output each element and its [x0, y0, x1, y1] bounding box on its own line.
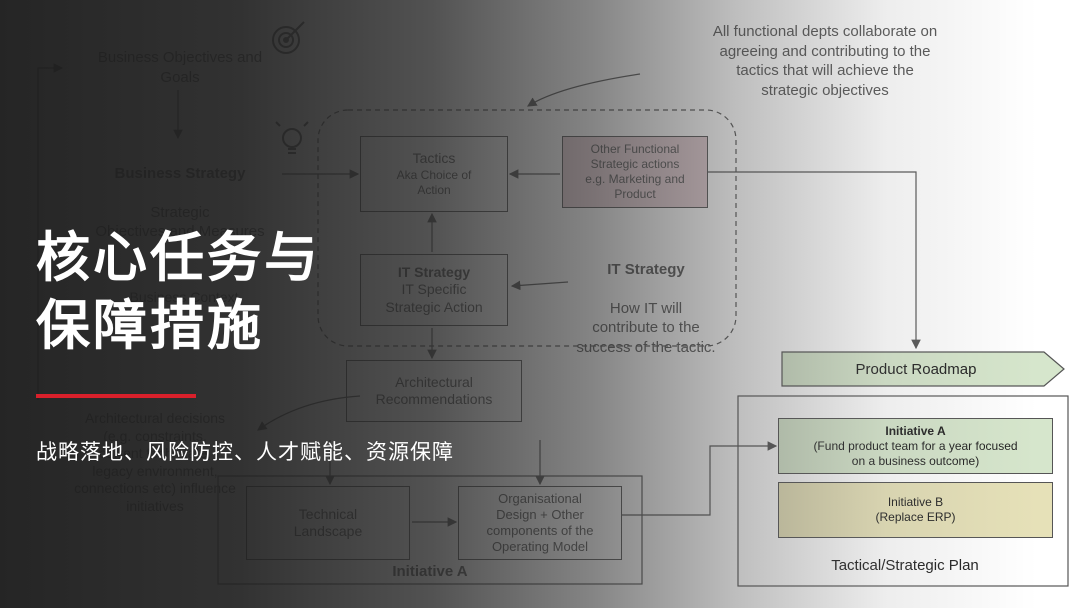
initiative-a-title: Initiative A — [885, 423, 946, 438]
slide-subtitle: 战略落地、风险防控、人才赋能、资源保障 — [36, 440, 454, 464]
initiative-a-group-label: Initiative A — [392, 563, 468, 580]
business-objectives-label: Business Objectives and Goals — [97, 49, 263, 86]
organisational-design-box: Organisational Design + Other components… — [458, 486, 622, 560]
initiative-b-box: Initiative B (Replace ERP) — [778, 482, 1053, 538]
plan-label: Tactical/Strategic Plan — [831, 557, 979, 574]
technical-landscape-box: Technical Landscape — [246, 486, 410, 560]
initiative-a-box: Initiative A (Fund product team for a ye… — [778, 418, 1053, 474]
initiative-a-body: (Fund product team for a year focused on… — [813, 438, 1018, 468]
accent-bar — [36, 394, 196, 398]
other-functional-box: Other Functional Strategic actions e.g. … — [562, 136, 708, 208]
it-strategy-box-body: IT Specific Strategic Action — [385, 281, 483, 315]
slide-title: 核心任务与 保障措施 — [36, 226, 321, 357]
it-strategy-note-title: IT Strategy — [607, 260, 685, 278]
it-strategy-note: IT Strategy How IT will contribute to th… — [560, 240, 732, 377]
business-strategy-title: Business Strategy — [114, 164, 246, 182]
product-roadmap-label: Product Roadmap — [855, 361, 977, 378]
architectural-recommendations-box: Architectural Recommendations — [346, 360, 522, 422]
it-strategy-box-title: IT Strategy — [397, 263, 471, 280]
tactics-box: Tactics Aka Choice of Action — [360, 136, 508, 212]
it-strategy-box: IT Strategy IT Specific Strategic Action — [360, 254, 508, 326]
tactics-subtitle: Aka Choice of Action — [396, 167, 472, 197]
it-strategy-note-body: How IT will contribute to the success of… — [576, 299, 716, 356]
collaborate-note: All functional depts collaborate on agre… — [712, 23, 938, 99]
tactics-title: Tactics — [412, 150, 456, 167]
